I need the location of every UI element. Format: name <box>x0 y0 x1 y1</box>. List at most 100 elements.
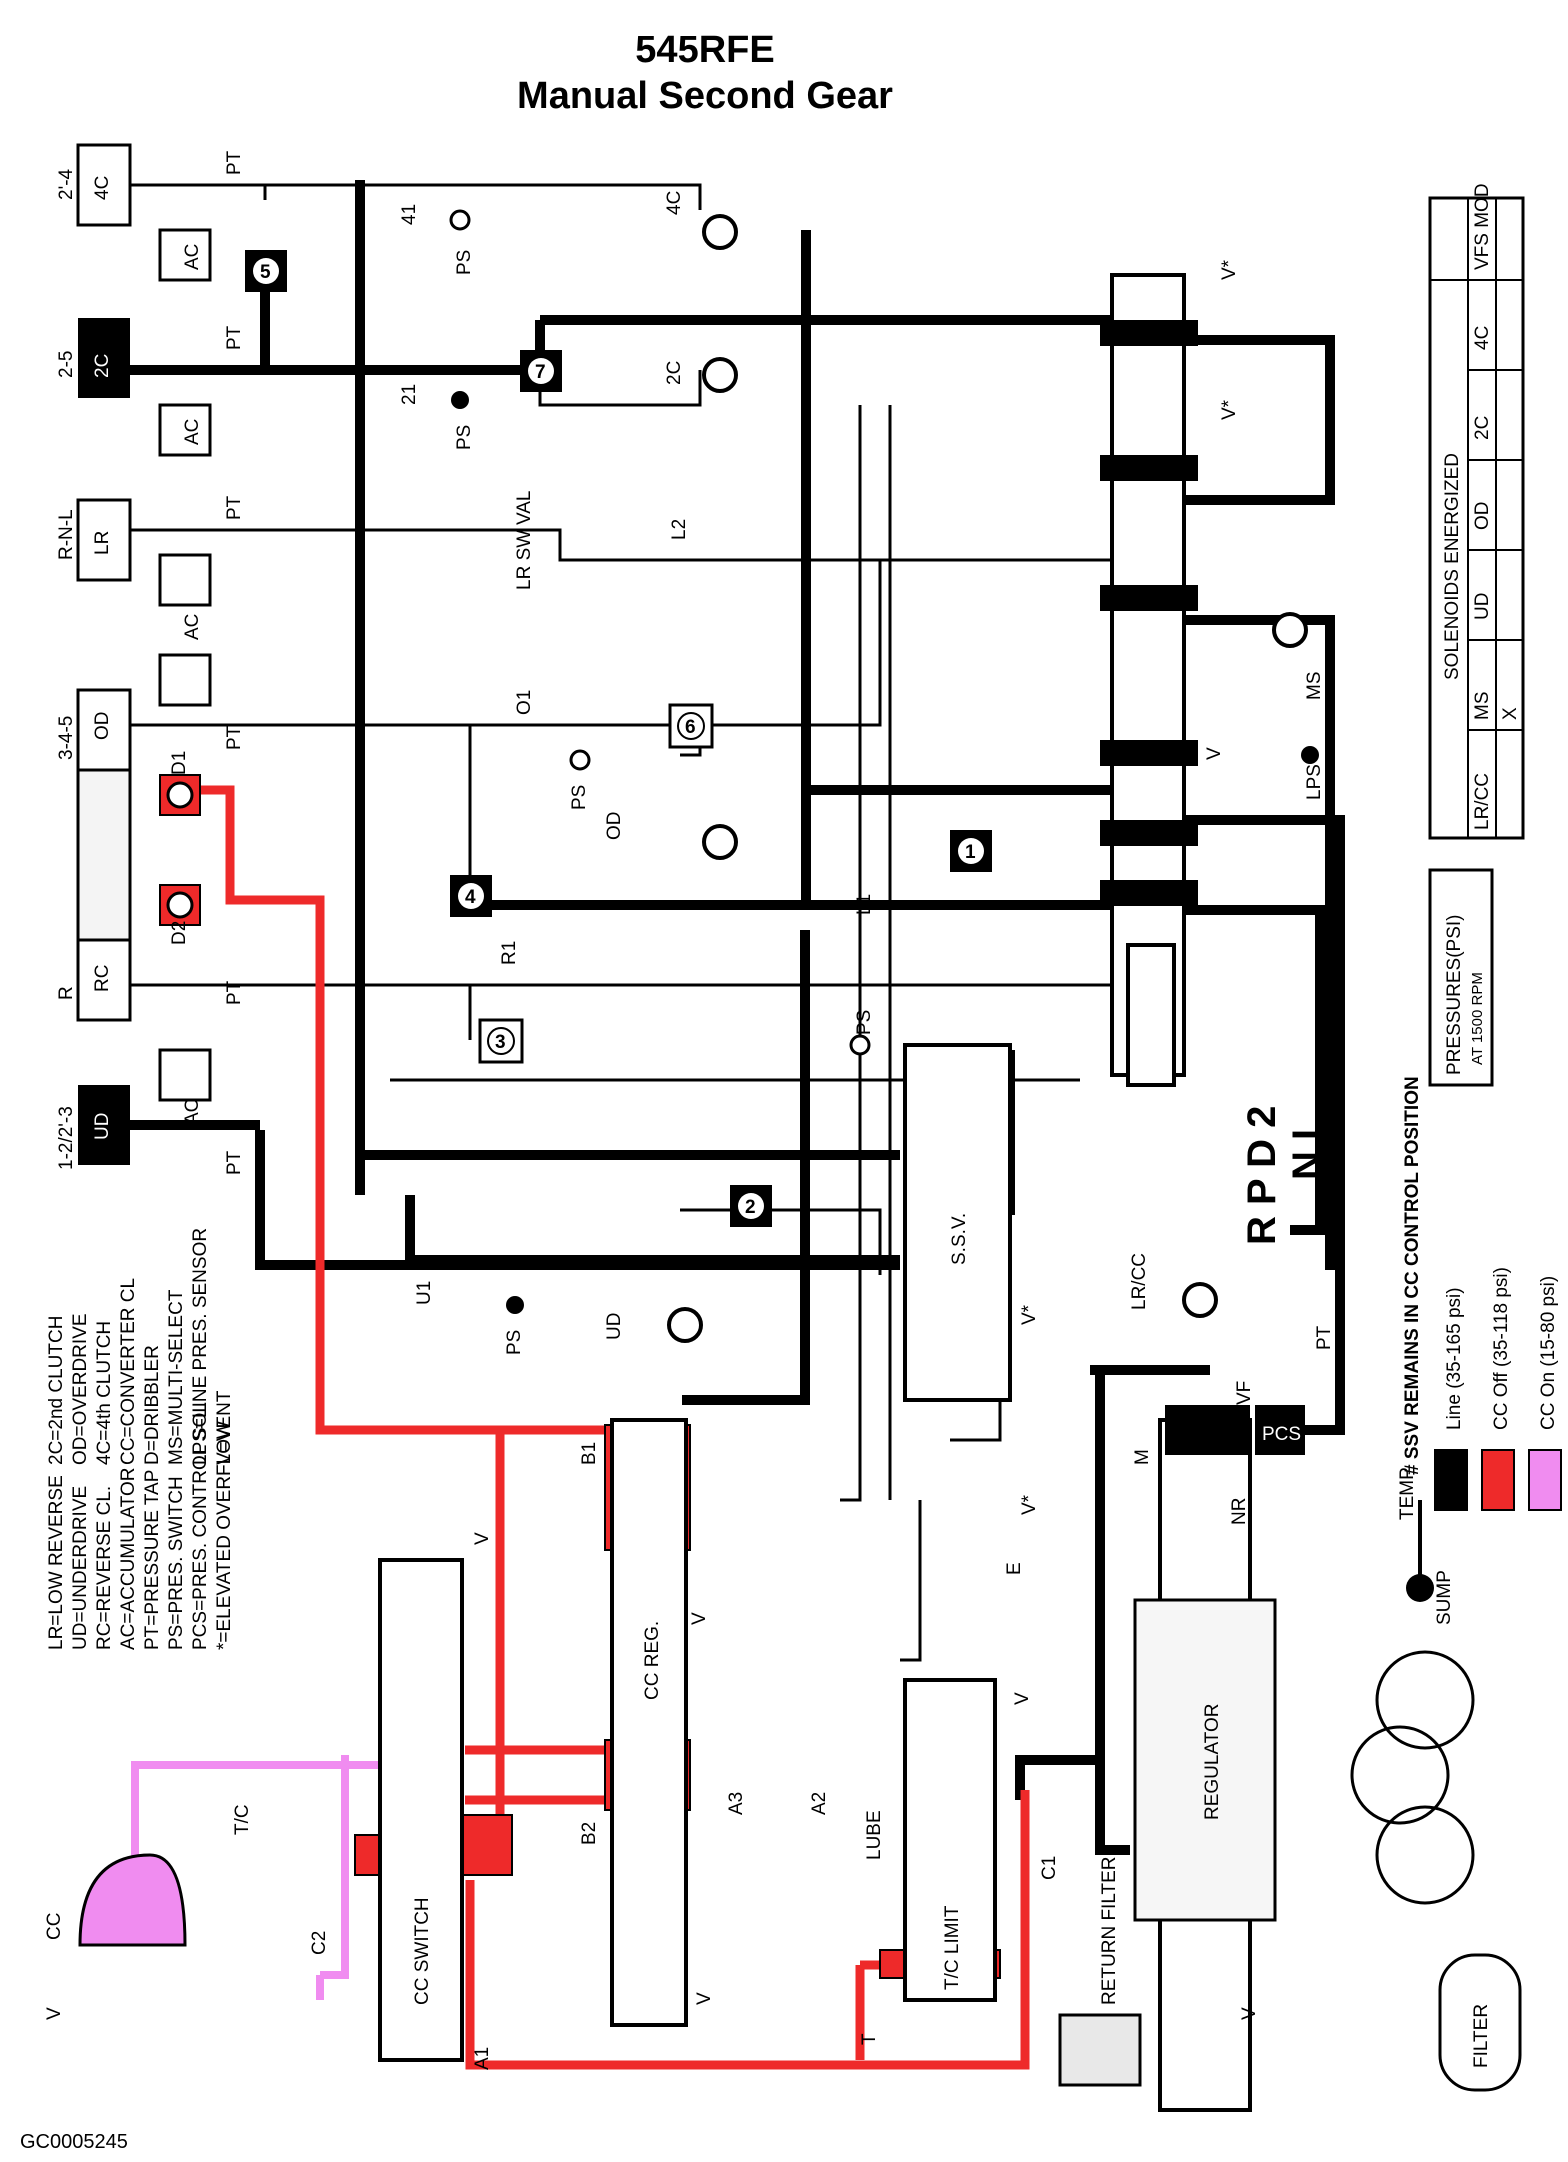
legend-swatch-line <box>1434 1449 1468 1511</box>
svg-text:UD=UNDERDRIVE: UD=UNDERDRIVE <box>70 1486 91 1650</box>
solenoids-table: SOLENOIDS ENERGIZED LR/CC MS UD OD 2C 4C… <box>1428 183 1525 840</box>
svg-text:B2: B2 <box>579 1822 600 1845</box>
svg-text:LPS=LINE PRES. SENSOR: LPS=LINE PRES. SENSOR <box>190 1228 211 1465</box>
svg-text:CC: CC <box>44 1913 65 1940</box>
svg-text:PT=PRESSURE TAP: PT=PRESSURE TAP <box>142 1470 163 1650</box>
svg-text:VAL: VAL <box>514 490 535 525</box>
svg-text:T: T <box>859 2033 880 2045</box>
svg-text:CC REG.: CC REG. <box>642 1621 663 1700</box>
pcs-label: PCS <box>1262 1424 1301 1445</box>
legend-swatch-cc-on <box>1528 1449 1562 1511</box>
abbreviation-legend: LR=LOW REVERSE UD=UNDERDRIVE RC=REVERSE … <box>46 1228 235 1650</box>
svg-text:LPS: LPS <box>1304 764 1325 800</box>
svg-text:OD: OD <box>1472 502 1493 531</box>
svg-text:C1: C1 <box>1039 1856 1060 1880</box>
svg-text:LR=LOW REVERSE: LR=LOW REVERSE <box>46 1475 67 1650</box>
pressures-title: PRESSURES(PSI) <box>1444 915 1465 1075</box>
return-filter-label: RETURN FILTER <box>1099 1857 1120 2005</box>
svg-text:PS: PS <box>854 1010 875 1035</box>
svg-text:V: V <box>1239 2007 1260 2020</box>
clutch-4c-gear: 2'-4 <box>56 168 77 200</box>
clutch-4c-name: 4C <box>92 176 113 200</box>
manual-valve <box>1100 273 1198 1087</box>
tc-limit-valve <box>903 1678 997 2002</box>
svg-text:V*: V* <box>1019 1494 1040 1515</box>
svg-text:2: 2 <box>745 1197 756 1218</box>
svg-text:UD: UD <box>604 1313 625 1340</box>
svg-text:L1: L1 <box>854 894 875 915</box>
manual-positions-row1: R P D 2 <box>1240 1106 1284 1245</box>
svg-text:PT: PT <box>1314 1325 1335 1350</box>
svg-text:V*: V* <box>1019 1304 1040 1325</box>
clutch-column: 2'-4 4C 2-5 2C R-N-L LR 3-4-5 OD R RC 1-… <box>56 143 132 1170</box>
svg-text:D1: D1 <box>169 751 190 775</box>
filter-box <box>1438 1953 1522 2092</box>
svg-text:AC=ACCUMULATOR: AC=ACCUMULATOR <box>118 1468 139 1650</box>
svg-text:4C: 4C <box>1472 326 1493 350</box>
svg-text:LUBE: LUBE <box>864 1810 885 1860</box>
ac-label-4c: AC <box>182 244 203 270</box>
clutch-rc-name: RC <box>92 965 113 992</box>
svg-text:V=VENT: V=VENT <box>214 1390 235 1465</box>
svg-text:PT: PT <box>224 1150 245 1175</box>
svg-text:1: 1 <box>965 842 976 863</box>
svg-text:UD: UD <box>1472 593 1493 620</box>
torque-converter <box>78 1853 187 1947</box>
svg-text:PS: PS <box>569 785 590 810</box>
svg-text:PCS=PRES. CONTROL SOL: PCS=PRES. CONTROL SOL <box>190 1402 211 1650</box>
svg-text:PT: PT <box>224 495 245 520</box>
svg-text:A1: A1 <box>472 2047 493 2070</box>
accumulator-lr <box>158 553 212 607</box>
clutch-ud-gear: 1-2/2'-3 <box>56 1106 77 1170</box>
svg-text:PS: PS <box>454 250 475 275</box>
return-filter-box <box>1058 2013 1142 2087</box>
svg-text:7: 7 <box>535 362 546 383</box>
svg-text:PS: PS <box>454 425 475 450</box>
svg-text:41: 41 <box>399 204 420 225</box>
svg-text:VF: VF <box>1234 1381 1255 1405</box>
svg-text:V: V <box>44 2007 65 2020</box>
svg-text:MS: MS <box>1472 692 1493 721</box>
pressures-note: # SSV REMAINS IN CC CONTROL POSITION <box>1402 1076 1423 1475</box>
clutch-lr-gear: R-N-L <box>56 509 77 560</box>
svg-text:R1: R1 <box>499 941 520 965</box>
svg-text:2C: 2C <box>664 361 685 385</box>
temp-sensor <box>1406 1574 1434 1602</box>
accumulator-2c <box>158 403 212 457</box>
svg-text:PS: PS <box>504 1330 525 1355</box>
svg-text:V: V <box>472 1532 493 1545</box>
svg-text:V*: V* <box>1219 399 1240 420</box>
cc-off-circuit <box>200 785 1030 2070</box>
svg-text:MS=MULTI-SELECT: MS=MULTI-SELECT <box>166 1289 187 1465</box>
svg-text:A2: A2 <box>809 1792 830 1815</box>
svg-text:T/C LIMIT: T/C LIMIT <box>942 1905 963 1990</box>
clutch-od-gear: 3-4-5 <box>56 716 77 760</box>
svg-text:PT: PT <box>224 150 245 175</box>
svg-text:*=ELEVATED OVERFLOW: *=ELEVATED OVERFLOW <box>214 1421 235 1650</box>
svg-text:D2: D2 <box>169 921 190 945</box>
circuit-labels: PT PT PT PT PT PT PT 41 21 PS PS PS PS P… <box>44 150 1335 2070</box>
clutch-ud-fill <box>78 1085 130 1165</box>
accumulator-ud <box>158 1048 212 1102</box>
svg-text:LR/CC: LR/CC <box>1472 773 1493 830</box>
svg-text:CC Off (35-118 psi): CC Off (35-118 psi) <box>1491 1267 1512 1430</box>
title-line2: Manual Second Gear <box>517 75 893 117</box>
svg-text:6: 6 <box>685 717 696 738</box>
svg-text:LR SW: LR SW <box>514 530 535 590</box>
clutch-4c-box <box>76 143 132 227</box>
svg-text:CC=CONVERTER CL: CC=CONVERTER CL <box>118 1278 139 1465</box>
clutch-rc-box <box>76 938 132 1022</box>
legend-swatch-cc-off <box>1481 1449 1515 1511</box>
svg-text:D=DRIBBLER: D=DRIBBLER <box>142 1345 163 1465</box>
line-pressure-circuits <box>130 180 1345 1855</box>
accumulators <box>158 228 212 1102</box>
check-balls: 5 7 6 1 4 3 2 <box>245 250 992 1227</box>
temp-label: TEMP <box>1397 1467 1418 1520</box>
solenoids-header: SOLENOIDS ENERGIZED <box>1442 453 1463 680</box>
svg-text:O1: O1 <box>514 690 535 715</box>
svg-text:S.S.V.: S.S.V. <box>949 1213 970 1265</box>
svg-text:PT: PT <box>224 980 245 1005</box>
ac-label-2c: AC <box>182 419 203 445</box>
cc-reg-valve <box>610 1418 688 2027</box>
